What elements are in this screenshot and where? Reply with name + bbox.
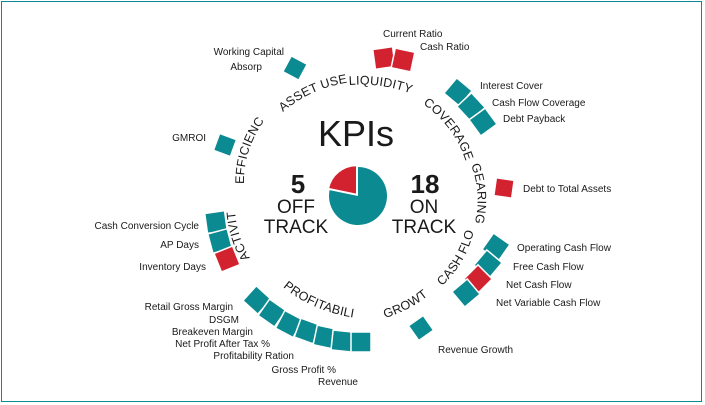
status-pie	[327, 164, 387, 225]
kpi-label-cash-conversion-cycle: Cash Conversion Cycle	[95, 221, 200, 232]
kpi-tile-cash-ratio[interactable]	[390, 47, 416, 73]
kpi-label-ap-days: AP Days	[160, 240, 199, 251]
kpi-label-free-cash-flow: Free Cash Flow	[513, 262, 584, 273]
off-track-word-2: TRACK	[264, 217, 329, 238]
kpi-label-absorp: Absorp	[230, 62, 262, 73]
kpi-label-net-profit-after-tax: Net Profit After Tax %	[175, 339, 270, 350]
kpi-tiles	[203, 45, 516, 353]
kpi-label-cash-flow-coverage: Cash Flow Coverage	[492, 98, 586, 109]
pie-on-track-slice	[329, 167, 387, 225]
on-track-count: 18	[411, 169, 440, 199]
on-track-summary: 18 ON TRACK	[392, 169, 457, 238]
kpi-label-cash-ratio: Cash Ratio	[420, 42, 470, 53]
on-track-word-1: ON	[410, 197, 439, 218]
kpi-label-retail-gross-margin: Retail Gross Margin	[145, 302, 233, 313]
on-track-word-2: TRACK	[392, 217, 457, 238]
category-liquidity: LIQUIDITY	[348, 73, 415, 96]
category-asset-useage: ASSET USEAGE	[0, 0, 348, 114]
page-title: KPIs	[318, 113, 394, 154]
kpi-label-revenue-growth: Revenue Growth	[438, 345, 513, 356]
kpi-tile-net-variable-cash-flow[interactable]	[450, 277, 482, 309]
kpi-label-breakeven-margin: Breakeven Margin	[172, 327, 253, 338]
kpi-label-profitability-ration: Profitability Ration	[213, 351, 294, 362]
kpi-label-operating-cash-flow: Operating Cash Flow	[517, 243, 612, 254]
pie-off-track-slice	[327, 164, 358, 196]
kpi-label-dsgm: DSGM	[209, 315, 239, 326]
off-track-word-1: OFF	[277, 197, 315, 218]
kpi-label-net-variable-cash-flow: Net Variable Cash Flow	[496, 298, 601, 309]
kpi-tile-gmroi[interactable]	[212, 132, 238, 158]
kpi-tile-inventory-days[interactable]	[213, 245, 241, 273]
kpi-label-debt-to-total-assets: Debt to Total Assets	[523, 184, 611, 195]
kpi-tile-debt-to-total-assets[interactable]	[492, 176, 516, 200]
kpi-label-current-ratio: Current Ratio	[383, 29, 443, 40]
kpi-tile-working-capital-absorp[interactable]	[281, 54, 309, 82]
kpi-label-gmroi: GMROI	[172, 133, 206, 144]
kpi-label-debt-payback: Debt Payback	[503, 114, 566, 125]
kpi-label-net-cash-flow: Net Cash Flow	[506, 280, 572, 291]
kpi-tile-debt-payback[interactable]	[467, 106, 499, 138]
kpi-label-gross-profit: Gross Profit %	[272, 365, 337, 376]
kpi-label-revenue: Revenue	[318, 377, 358, 388]
kpi-label-inventory-days: Inventory Days	[139, 262, 206, 273]
kpi-tile-gross-profit[interactable]	[330, 329, 354, 353]
kpi-label-interest-cover: Interest Cover	[480, 81, 543, 92]
off-track-count: 5	[291, 169, 305, 199]
kpi-tile-revenue[interactable]	[350, 331, 372, 353]
category-efficiency: EFFICIENCY	[0, 0, 267, 184]
kpi-label-working-capital: Working Capital	[214, 47, 284, 58]
category-gearing: GEARING	[468, 161, 488, 225]
off-track-summary: 5 OFF TRACK	[264, 169, 329, 238]
kpi-labels: Current Ratio Cash Ratio Interest Cover …	[95, 29, 612, 388]
kpi-tile-revenue-growth[interactable]	[407, 314, 435, 342]
